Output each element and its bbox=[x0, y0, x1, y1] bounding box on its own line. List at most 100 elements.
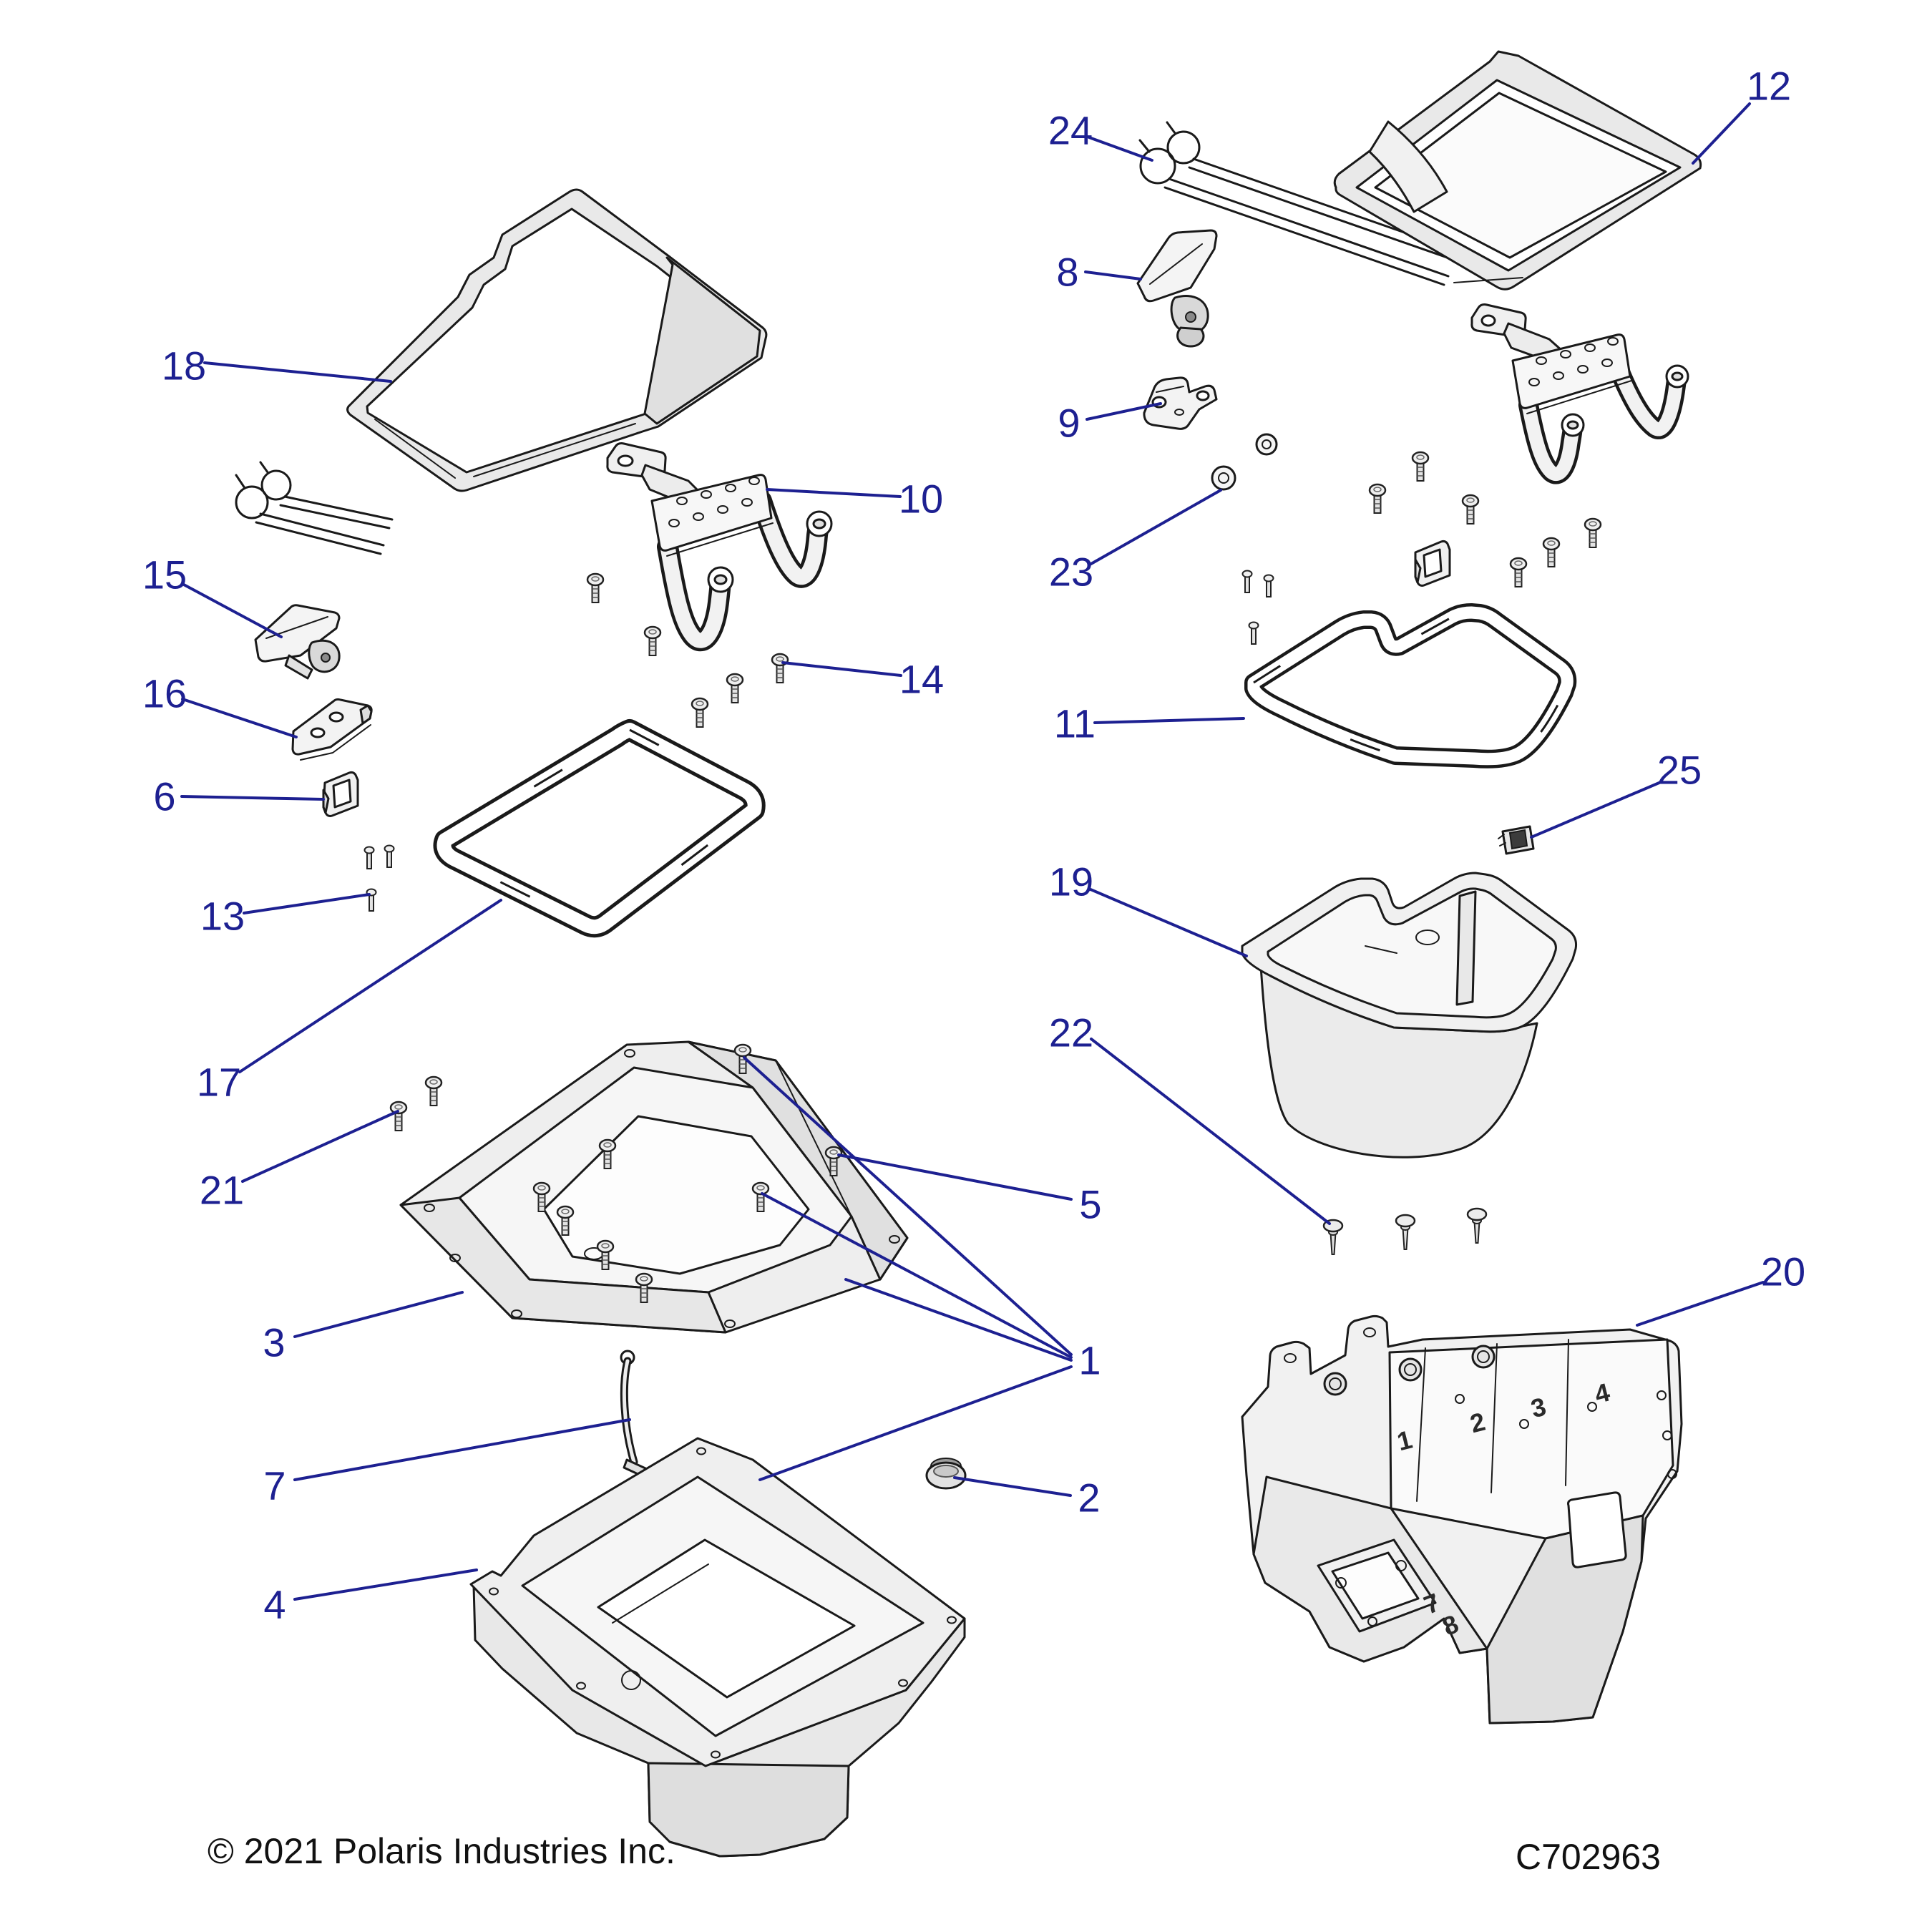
callout-6: 6 bbox=[153, 774, 325, 819]
callout-number: 16 bbox=[142, 671, 187, 716]
screw bbox=[643, 625, 662, 656]
copyright-text: © 2021 Polaris Industries Inc. bbox=[208, 1831, 675, 1871]
callout-number: 2 bbox=[1078, 1475, 1100, 1521]
part-11-seal-right bbox=[1244, 603, 1577, 769]
callout-20: 20 bbox=[1636, 1249, 1805, 1327]
cotter-pins-left bbox=[235, 461, 394, 555]
callout-5: 5 bbox=[837, 1153, 1102, 1227]
callout-number: 11 bbox=[1054, 701, 1096, 746]
callout-16: 16 bbox=[142, 671, 298, 738]
callout-number: 5 bbox=[1079, 1182, 1101, 1227]
callout-number: 25 bbox=[1657, 748, 1702, 793]
pin-screw bbox=[1263, 574, 1274, 597]
callout-number: 24 bbox=[1048, 108, 1093, 153]
part-3-storage-box-upper bbox=[399, 1040, 909, 1334]
leader-line bbox=[293, 1568, 478, 1601]
hanger-bracket-right bbox=[1470, 303, 1689, 484]
screw bbox=[389, 1101, 408, 1131]
leader-line bbox=[761, 1192, 1073, 1359]
screw bbox=[1368, 483, 1387, 514]
screw bbox=[635, 1272, 653, 1303]
leader-line bbox=[953, 1476, 1072, 1497]
screw bbox=[1542, 537, 1561, 567]
part-23-washers bbox=[1211, 433, 1278, 491]
leader-line bbox=[1530, 781, 1662, 839]
leader-line bbox=[1085, 402, 1162, 421]
callout-number: 10 bbox=[899, 477, 943, 522]
part-18-lid-left bbox=[346, 188, 768, 492]
callout-number: 23 bbox=[1049, 550, 1093, 595]
callout-22: 22 bbox=[1049, 1010, 1331, 1225]
leader-line bbox=[203, 361, 392, 383]
push-rivet bbox=[1466, 1207, 1488, 1244]
push-rivet bbox=[1395, 1214, 1416, 1250]
callout-21: 21 bbox=[200, 1110, 399, 1213]
leader-line bbox=[743, 1056, 1073, 1356]
callout-4: 4 bbox=[263, 1568, 478, 1627]
callout-number: 20 bbox=[1761, 1249, 1805, 1294]
leader-line bbox=[1084, 270, 1142, 280]
part-17-seal-left bbox=[433, 719, 766, 938]
screw bbox=[771, 653, 789, 683]
pin-screw bbox=[364, 846, 375, 869]
callout-number: 18 bbox=[162, 343, 206, 389]
screw bbox=[596, 1239, 615, 1270]
callout-7: 7 bbox=[263, 1418, 631, 1508]
leader-line bbox=[837, 1153, 1073, 1201]
leader-line bbox=[1093, 717, 1245, 724]
leader-line bbox=[1088, 489, 1222, 566]
callout-number: 9 bbox=[1058, 401, 1080, 446]
callout-number: 12 bbox=[1747, 64, 1791, 109]
screw bbox=[1411, 451, 1430, 482]
callout-number: 21 bbox=[200, 1168, 244, 1213]
screw bbox=[733, 1043, 752, 1074]
callout-15: 15 bbox=[142, 552, 283, 638]
screw bbox=[556, 1205, 575, 1236]
leader-line bbox=[241, 1110, 399, 1183]
callout-9: 9 bbox=[1058, 401, 1162, 446]
part-2-rubber-plug bbox=[925, 1458, 967, 1490]
callout-25: 25 bbox=[1530, 748, 1702, 839]
callout-11: 11 bbox=[1054, 701, 1245, 746]
screw bbox=[751, 1181, 770, 1212]
callout-2: 2 bbox=[953, 1475, 1101, 1521]
push-rivet bbox=[1322, 1219, 1344, 1255]
callout-number: 15 bbox=[142, 552, 187, 597]
leader-line bbox=[181, 582, 283, 638]
leader-line bbox=[293, 1291, 464, 1338]
screw bbox=[1509, 557, 1528, 587]
callouts: 1234567891011121314151617181920212223242… bbox=[142, 64, 1805, 1627]
callout-10: 10 bbox=[766, 477, 943, 522]
callout-17: 17 bbox=[197, 899, 502, 1105]
callout-number: 13 bbox=[200, 894, 245, 939]
callout-number: 3 bbox=[263, 1320, 285, 1365]
callout-23: 23 bbox=[1049, 489, 1222, 595]
part-16-bracket-left bbox=[291, 698, 373, 761]
screw bbox=[1584, 517, 1602, 548]
callout-number: 14 bbox=[899, 657, 944, 702]
callout-number: 1 bbox=[1078, 1338, 1101, 1383]
callout-14: 14 bbox=[781, 657, 944, 702]
callout-18: 18 bbox=[162, 343, 392, 389]
leader-line bbox=[1088, 136, 1153, 162]
callout-number: 7 bbox=[263, 1463, 286, 1508]
screw bbox=[1461, 494, 1480, 525]
callout-number: 8 bbox=[1056, 250, 1078, 295]
leader-line bbox=[293, 1418, 631, 1481]
screw bbox=[586, 572, 605, 603]
screw bbox=[532, 1181, 551, 1212]
screw bbox=[824, 1146, 843, 1176]
part-4-storage-tub-lower bbox=[469, 1437, 966, 1858]
leader-line bbox=[1090, 1038, 1331, 1225]
clip-right bbox=[1414, 540, 1451, 587]
part-10-hanger-bracket-left bbox=[606, 442, 833, 652]
leader-line bbox=[758, 1365, 1073, 1481]
screw bbox=[726, 673, 744, 703]
leader-line bbox=[1636, 1281, 1765, 1327]
callout-number: 6 bbox=[153, 774, 175, 819]
leader-line bbox=[243, 893, 371, 914]
callout-19: 19 bbox=[1049, 859, 1248, 957]
diagram-code: C702963 bbox=[1516, 1837, 1661, 1877]
leader-line bbox=[1692, 102, 1751, 165]
leader-line bbox=[1089, 888, 1248, 957]
